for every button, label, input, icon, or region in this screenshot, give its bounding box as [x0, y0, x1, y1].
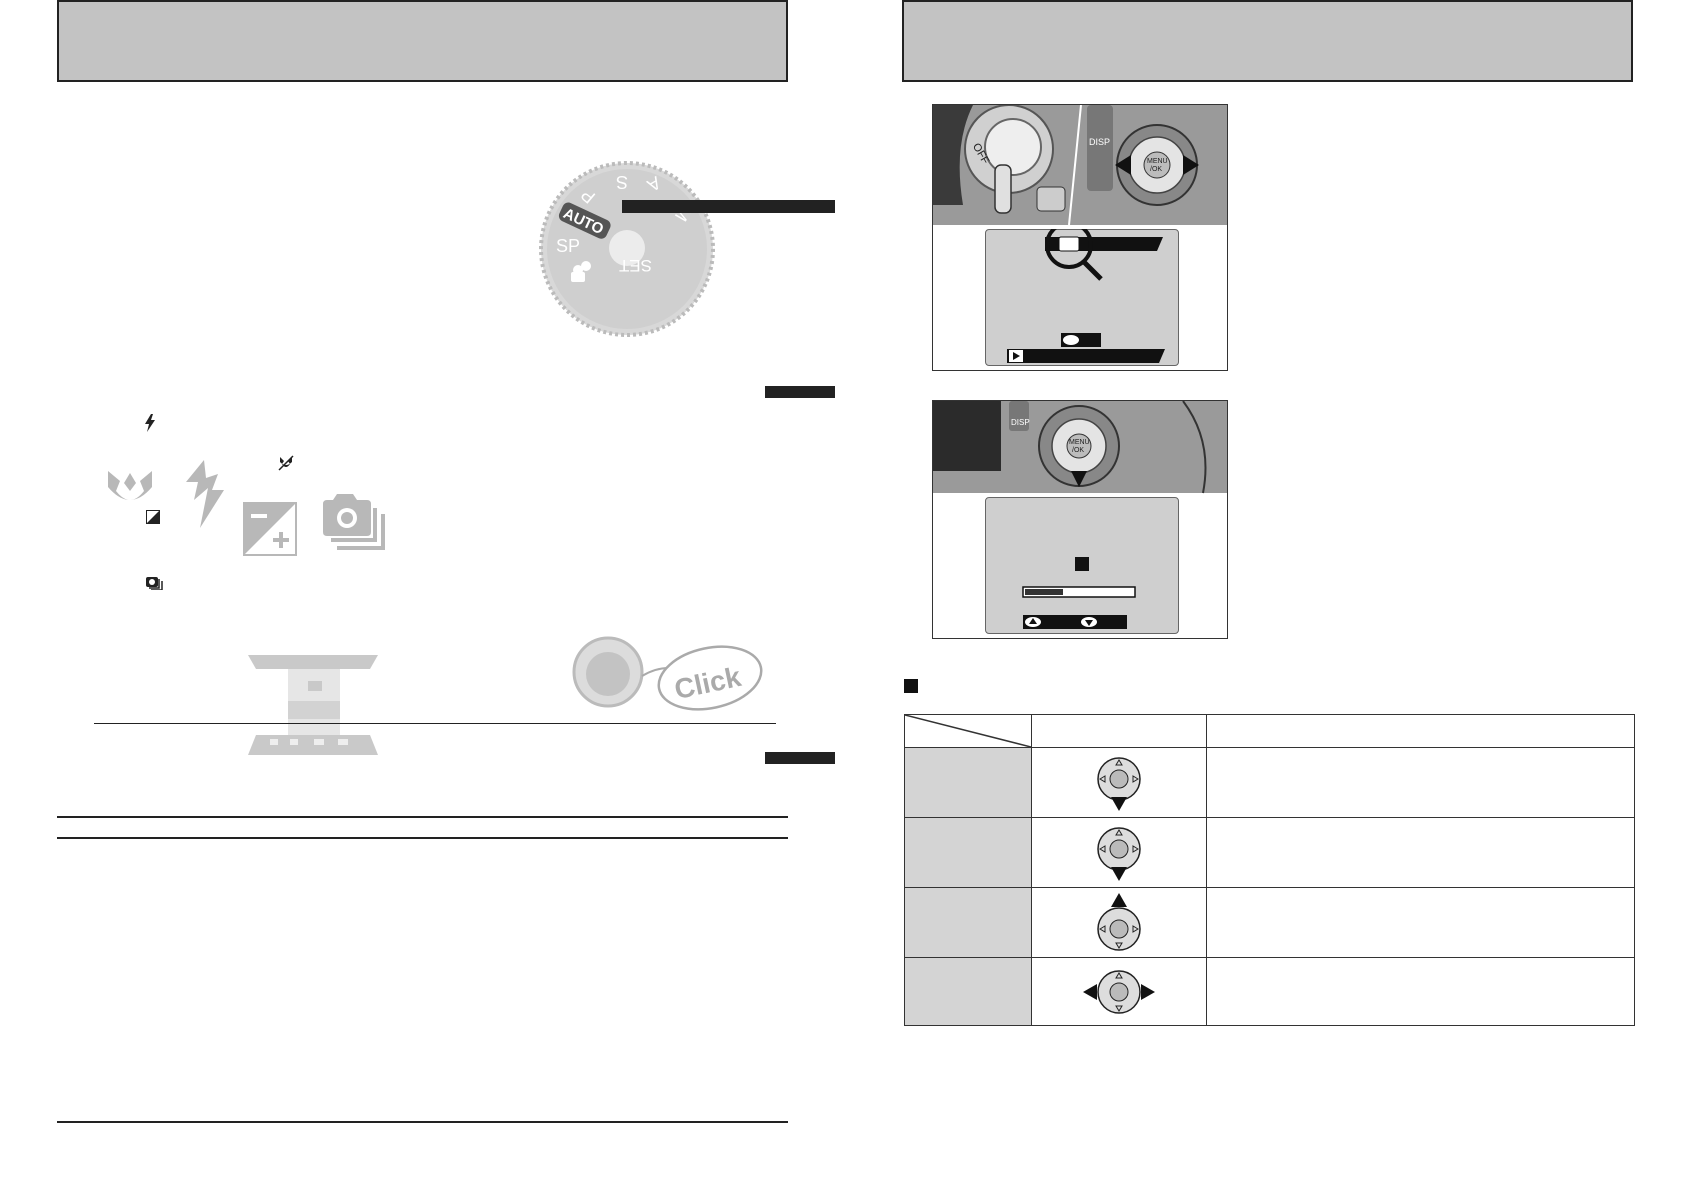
dpad-down-icon	[1097, 756, 1141, 811]
right-header-bar	[902, 0, 1633, 82]
camera-lcd-illustration	[248, 655, 378, 755]
section-tab-2	[765, 752, 835, 764]
section-bullet-square	[904, 679, 918, 693]
exposure-compensation-icon	[243, 502, 297, 556]
dial-label-s: S	[616, 172, 628, 192]
click-dial-illustration: Click	[572, 636, 763, 711]
table-row-icon-cell	[1031, 817, 1207, 888]
photo-camera-back-1: OFF DISP MENU /OK	[932, 104, 1228, 371]
table-row	[904, 817, 1635, 888]
table-header-desc-col	[1206, 714, 1635, 748]
menu-label-2: MENU	[1069, 439, 1090, 446]
menu-label-1: MENU	[1147, 158, 1168, 165]
left-rule-3	[57, 1121, 788, 1123]
disp-label-2: DISP	[1011, 418, 1030, 427]
mode-dial-illustration: S P A M AUTO SP SET	[539, 161, 715, 337]
table-header-icon-col	[1031, 714, 1207, 748]
table-row	[904, 887, 1635, 958]
movie-icon	[571, 261, 591, 282]
dial-pointer-bar	[622, 200, 835, 213]
left-rule-1	[57, 816, 788, 818]
table-row-label	[904, 887, 1032, 958]
flash-large-icon	[186, 460, 224, 528]
table-row-icon-cell	[1031, 887, 1207, 958]
table-row-desc	[1206, 957, 1635, 1026]
left-header-bar	[57, 0, 788, 82]
table-row-label	[904, 817, 1032, 888]
table-row-icon-cell	[1031, 747, 1207, 818]
table-row-desc	[1206, 747, 1635, 818]
ok-label-1: /OK	[1150, 166, 1162, 173]
table-header-corner	[904, 714, 1032, 748]
photo-camera-back-2: DISP MENU /OK	[932, 400, 1228, 639]
recording-progress-fill	[1025, 589, 1063, 595]
exposure-compensation-small-icon	[146, 510, 160, 524]
macro-off-icon	[278, 455, 294, 471]
ok-label-2: /OK	[1072, 447, 1084, 454]
table-row-desc	[1206, 817, 1635, 888]
left-thin-rule	[94, 723, 776, 724]
disp-label-1: DISP	[1089, 137, 1110, 147]
dpad-left-right-icon	[1083, 969, 1155, 1014]
dpad-down-icon	[1097, 826, 1141, 881]
dial-label-set: SET	[619, 256, 652, 275]
continuous-shooting-small-icon	[146, 577, 163, 590]
table-row-label	[904, 747, 1032, 818]
continuous-shooting-icon	[323, 494, 385, 550]
dpad-up-icon	[1097, 892, 1141, 951]
dial-label-sp: SP	[556, 236, 580, 256]
table-row	[904, 747, 1635, 818]
operations-table	[904, 714, 1635, 1026]
flash-icon	[145, 414, 155, 432]
table-row	[904, 957, 1635, 1026]
section-tab-1	[765, 386, 835, 398]
left-rule-2	[57, 837, 788, 839]
table-row-icon-cell	[1031, 957, 1207, 1026]
table-row-label	[904, 957, 1032, 1026]
macro-icon	[108, 471, 152, 500]
table-row-desc	[1206, 887, 1635, 958]
